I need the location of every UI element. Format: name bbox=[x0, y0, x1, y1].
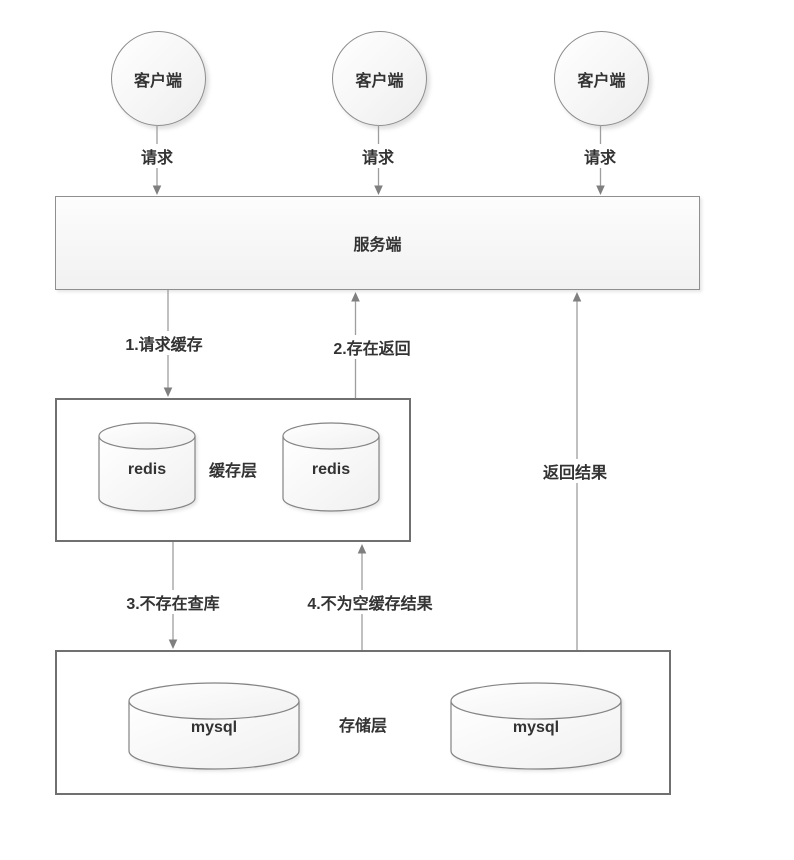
flow1-label: 1.请求缓存 bbox=[122, 331, 206, 355]
database-cylinder-icon bbox=[450, 682, 622, 770]
redis-node-2: redis bbox=[282, 421, 380, 513]
server-label: 服务端 bbox=[353, 237, 402, 254]
server-box: 服务端 bbox=[55, 196, 700, 290]
storage-layer-label: 存储层 bbox=[335, 712, 391, 736]
flow4-label: 4.不为空缓存结果 bbox=[304, 590, 436, 614]
redis-label-2: redis bbox=[311, 461, 351, 478]
redis-label-1: redis bbox=[127, 461, 167, 478]
redis-node-1: redis bbox=[98, 421, 196, 513]
client-node-2: 客户端 bbox=[332, 31, 427, 126]
mysql-node-1: mysql bbox=[128, 681, 300, 771]
client-label-2: 客户端 bbox=[355, 72, 404, 90]
mysql-node-2: mysql bbox=[450, 681, 622, 771]
client-node-3: 客户端 bbox=[554, 31, 649, 126]
cache-layer-label: 缓存层 bbox=[205, 457, 261, 481]
client-label-1: 客户端 bbox=[133, 72, 182, 90]
flow3-label: 3.不存在查库 bbox=[123, 590, 223, 614]
client-node-1: 客户端 bbox=[110, 31, 206, 126]
database-cylinder-icon bbox=[282, 422, 380, 512]
return-label: 返回结果 bbox=[539, 459, 611, 483]
request-label-1: 请求 bbox=[137, 144, 177, 168]
request-label-3: 请求 bbox=[580, 144, 620, 168]
database-cylinder-icon bbox=[128, 682, 300, 770]
mysql-label-2: mysql bbox=[512, 719, 560, 736]
mysql-label-1: mysql bbox=[190, 719, 238, 736]
client-label-3: 客户端 bbox=[577, 72, 626, 90]
request-label-2: 请求 bbox=[358, 144, 398, 168]
database-cylinder-icon bbox=[98, 422, 196, 512]
flow2-label: 2.存在返回 bbox=[330, 335, 414, 359]
